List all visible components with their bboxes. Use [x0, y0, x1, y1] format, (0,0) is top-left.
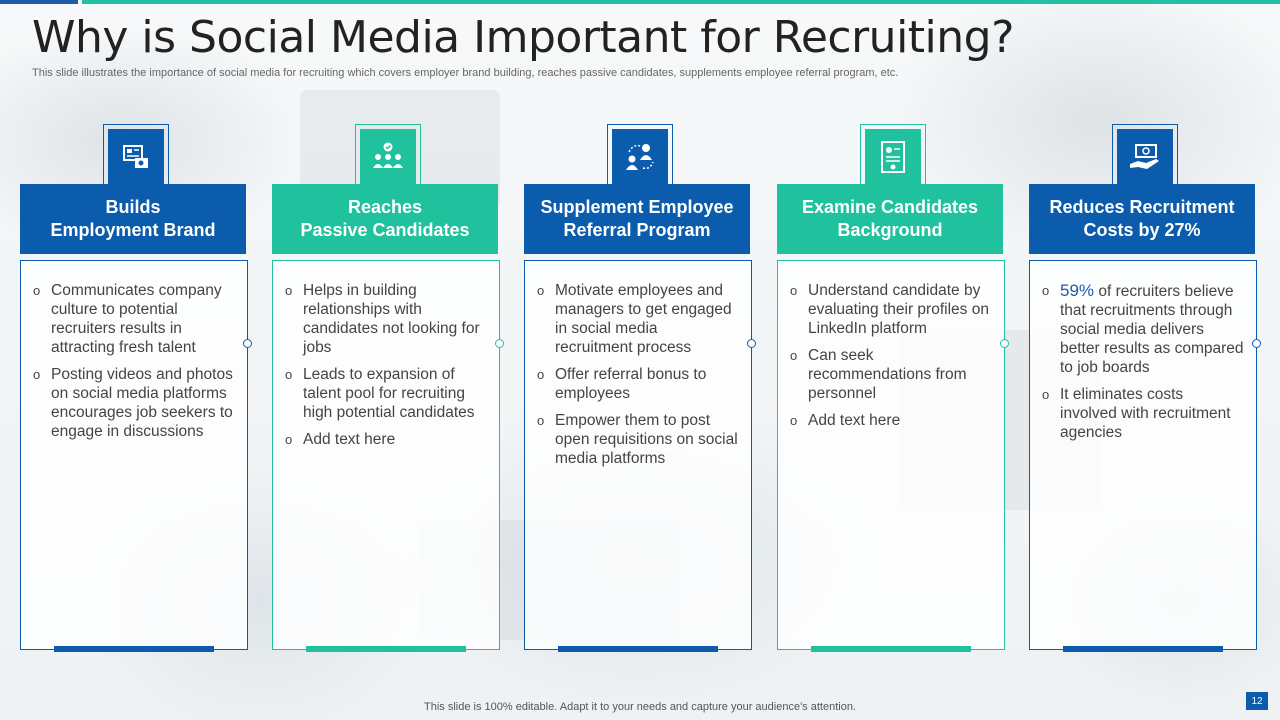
icon-frame	[103, 124, 169, 186]
footer-note: This slide is 100% editable. Adapt it to…	[424, 701, 856, 713]
edge-dot	[1000, 339, 1009, 348]
card-bottom-bar	[1063, 646, 1223, 652]
page-title: Why is Social Media Important for Recrui…	[32, 12, 1014, 63]
edge-dot	[1252, 339, 1261, 348]
card-bottom-bar	[54, 646, 214, 652]
group-check-icon	[360, 129, 416, 185]
money-hand-icon	[1117, 129, 1173, 185]
page-number: 12	[1246, 692, 1268, 710]
icon-frame	[607, 124, 673, 186]
stat-value: 59%	[1060, 281, 1095, 300]
top-accent-teal	[82, 0, 1280, 4]
icon-frame	[355, 124, 421, 186]
icon-frame	[860, 124, 926, 186]
certificate-icon	[865, 129, 921, 185]
edge-dot	[243, 339, 252, 348]
icon-frame	[1112, 124, 1178, 186]
referral-icon	[612, 129, 668, 185]
brand-icon	[108, 129, 164, 185]
edge-dot	[747, 339, 756, 348]
page-subtitle: This slide illustrates the importance of…	[32, 67, 899, 79]
card-bottom-bar	[558, 646, 718, 652]
top-accent-blue	[0, 0, 78, 4]
card-bottom-bar	[811, 646, 971, 652]
card-bottom-bar	[306, 646, 466, 652]
edge-dot	[495, 339, 504, 348]
